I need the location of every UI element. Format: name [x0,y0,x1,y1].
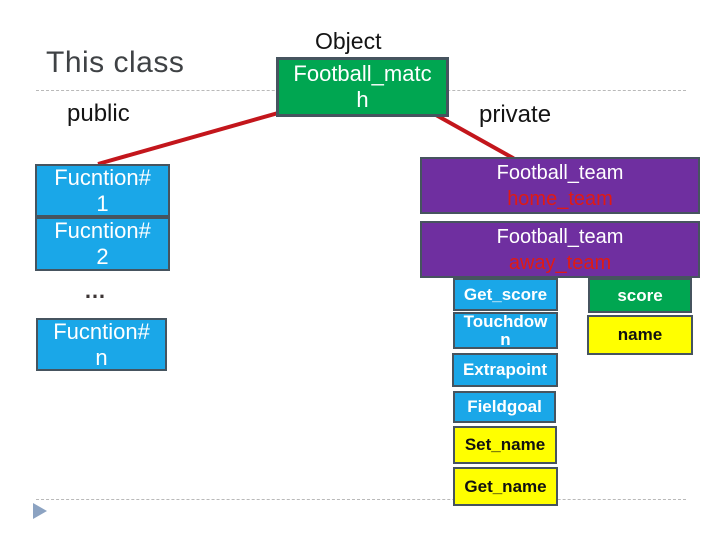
method-box-fieldgoal: Fieldgoal [453,391,556,423]
method-set-name-label: Set_name [464,435,546,454]
attribute-score-label: score [617,285,663,305]
class-box-label: Football_match [293,61,432,112]
method-extrapoint-label: Extrapoint [462,360,548,379]
member-home-name: home_team [507,187,613,210]
method-box-touchdown: Touchdown [453,312,558,349]
member-box-home-team: Football_team home_team [420,157,700,214]
object-label: Object [315,28,382,54]
slide-title: This class [46,46,185,79]
method-box-get-score: Get_score [453,278,558,311]
method-fieldgoal-label: Fieldgoal [467,397,542,416]
function-box-1-label: Fucntion# 1 [54,164,151,216]
private-label: private [479,101,552,128]
class-box-football-match: Football_match [276,57,449,117]
member-away-type: Football_team [496,225,624,248]
function-box-n-label: Fucntion# n [53,318,150,370]
attribute-box-name: name [587,315,693,355]
member-box-away-team: Football_team away_team [420,221,700,278]
method-box-extrapoint: Extrapoint [452,353,558,387]
play-triangle-icon [33,503,47,519]
public-label: public [67,100,130,127]
attribute-name-label: name [617,325,663,344]
method-box-get-name: Get_name [453,467,558,506]
function-box-2-label: Fucntion# 2 [54,218,151,269]
method-get-score-label: Get_score [463,284,548,304]
method-get-name-label: Get_name [464,476,547,496]
function-box-1: Fucntion# 1 [35,164,170,217]
member-away-name: away_team [508,251,612,274]
function-box-n: Fucntion# n [36,318,167,371]
method-box-set-name: Set_name [453,426,557,464]
method-touchdown-label: Touchdown [463,311,548,349]
member-home-type: Football_team [496,161,624,184]
bottom-dashed-divider [36,499,686,500]
function-box-2: Fucntion# 2 [35,217,170,271]
attribute-box-score: score [588,278,692,313]
functions-ellipsis: … [84,278,108,303]
